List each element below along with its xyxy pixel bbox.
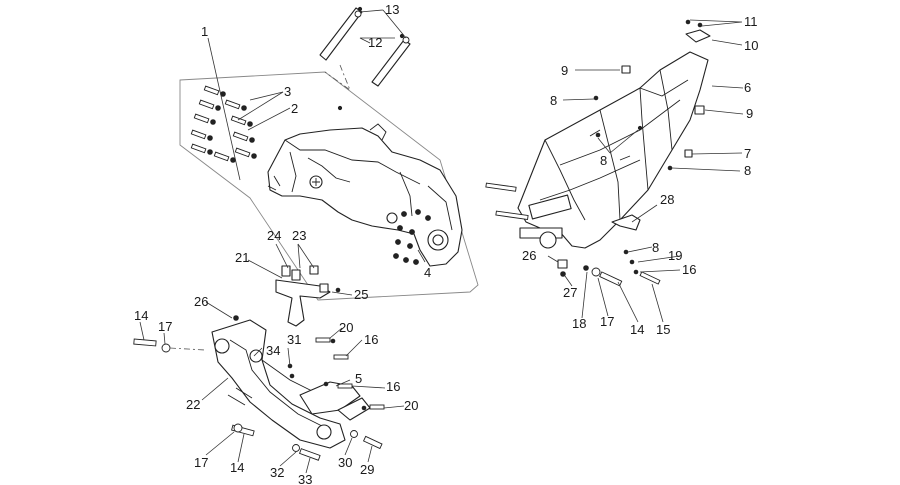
label-14b: 14: [230, 460, 244, 475]
label-4: 4: [424, 265, 431, 280]
leader-lines: [139, 9, 744, 474]
cradle-bracket: [275, 265, 341, 327]
label-17a: 17: [158, 319, 172, 334]
subframe-small-parts: [485, 19, 711, 287]
label-8a: 8: [550, 93, 557, 108]
frame-bolts-left: [190, 85, 257, 163]
label-26b: 26: [522, 248, 536, 263]
label-17b: 17: [194, 455, 208, 470]
label-34: 34: [266, 343, 280, 358]
label-11: 11: [744, 14, 758, 29]
label-26a: 26: [194, 294, 208, 309]
frame-nuts-right: [393, 209, 431, 265]
label-18: 18: [572, 316, 586, 331]
label-28: 28: [660, 192, 674, 207]
label-14a: 14: [134, 308, 148, 323]
label-5: 5: [355, 371, 362, 386]
label-32: 32: [270, 465, 284, 480]
label-16a: 16: [364, 332, 378, 347]
label-13: 13: [385, 2, 399, 17]
label-9b: 9: [746, 106, 753, 121]
label-8c: 8: [744, 163, 751, 178]
label-33: 33: [298, 472, 312, 485]
label-9a: 9: [561, 63, 568, 78]
callout-labels: 1 3 2 13 12 4 11 10 9 6 8 9 8 7 8 28 8 1…: [134, 2, 758, 485]
label-29: 29: [360, 462, 374, 477]
label-20a: 20: [339, 320, 353, 335]
label-20b: 20: [404, 398, 418, 413]
label-24: 24: [267, 228, 281, 243]
label-17c: 17: [600, 314, 614, 329]
assembly-box: [179, 71, 479, 301]
label-8b: 8: [600, 153, 607, 168]
label-21: 21: [235, 250, 249, 265]
label-6: 6: [744, 80, 751, 95]
label-7: 7: [744, 146, 751, 161]
label-22: 22: [186, 397, 200, 412]
label-16c: 16: [682, 262, 696, 277]
label-14c: 14: [630, 322, 644, 337]
label-31: 31: [287, 332, 301, 347]
label-16b: 16: [386, 379, 400, 394]
label-30: 30: [338, 455, 352, 470]
label-2: 2: [291, 101, 298, 116]
label-10: 10: [744, 38, 758, 53]
rear-subframe: [517, 51, 709, 249]
label-12: 12: [368, 35, 382, 50]
label-19: 19: [668, 248, 682, 263]
top-bracket-12: [319, 6, 411, 92]
label-23: 23: [292, 228, 306, 243]
main-frame-group: [179, 71, 479, 301]
label-25: 25: [354, 287, 368, 302]
cradle-fasteners: [133, 315, 385, 461]
label-8d: 8: [652, 240, 659, 255]
label-1: 1: [201, 24, 208, 39]
label-3: 3: [284, 84, 291, 99]
label-15: 15: [656, 322, 670, 337]
label-27: 27: [563, 285, 577, 300]
